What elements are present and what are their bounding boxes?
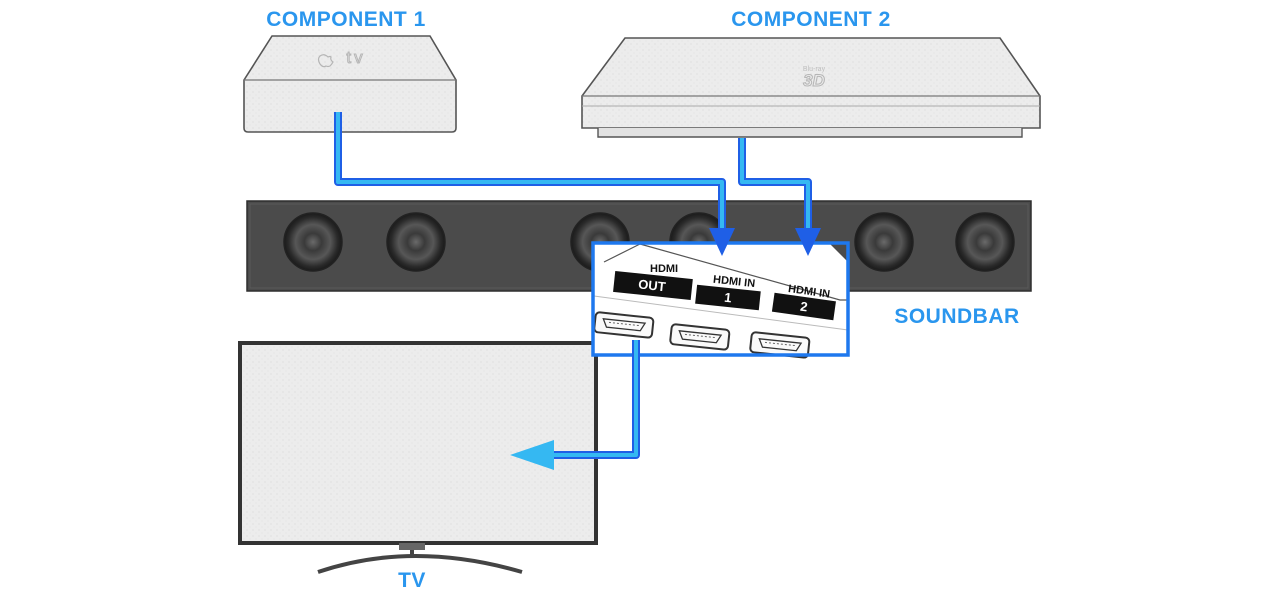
speaker-driver (854, 212, 914, 272)
component2-label: COMPONENT 2 (731, 8, 891, 31)
hdmi-in2-num-text: 2 (799, 299, 808, 315)
hdmi-out-top-text: HDMI (650, 263, 678, 275)
cable-component1-to-in1 (334, 112, 735, 256)
component1-logo-text: tv (346, 48, 365, 67)
hdmi-port-icon (593, 311, 655, 339)
hdmi-out-bottom-text: OUT (638, 276, 667, 294)
cable-component2-to-in2 (738, 138, 821, 256)
arrow-down-icon (795, 228, 821, 256)
component1-device: tv (243, 35, 457, 133)
speaker-driver (386, 212, 446, 272)
tv-device (238, 341, 598, 574)
tv-label: TV (398, 569, 426, 592)
speaker-driver (955, 212, 1015, 272)
speaker-driver (283, 212, 343, 272)
component2-device: Blu-ray 3D (581, 37, 1041, 138)
component1-label: COMPONENT 1 (266, 8, 426, 31)
hdmi-in1-num-text: 1 (724, 290, 733, 306)
hdmi-port-panel: HDMI OUT HDMI IN 1 HDMI IN 2 (591, 241, 850, 359)
cable-out-to-tv (510, 340, 640, 470)
component2-logo-text: 3D (803, 71, 825, 90)
hdmi-port-icon (669, 323, 731, 351)
hdmi-out-label: HDMI OUT (613, 263, 693, 301)
arrow-down-icon (709, 228, 735, 256)
component2-logo-small: Blu-ray (803, 66, 826, 73)
arrow-left-icon (510, 440, 554, 470)
hdmi-in1-label: HDMI IN 1 (695, 274, 761, 311)
hdmi-in1-top-text: HDMI IN (712, 274, 755, 290)
soundbar-label: SOUNDBAR (894, 305, 1019, 328)
apple-logo-icon (317, 54, 334, 68)
hdmi-in2-label: HDMI IN 2 (771, 283, 836, 321)
